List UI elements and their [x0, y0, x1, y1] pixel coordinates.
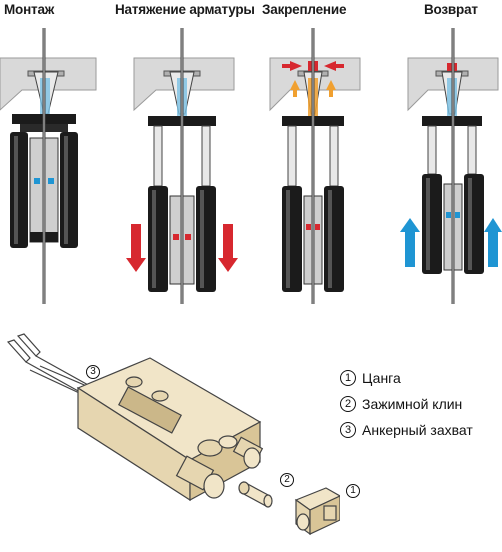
blue-arrow-up-icon — [400, 218, 420, 267]
legend-label: Цанга — [362, 370, 401, 386]
legend-number: 3 — [340, 422, 356, 438]
left-cylinder — [148, 186, 168, 292]
legend-item-collet: 1 Цанга — [340, 370, 401, 386]
panel-return — [394, 28, 502, 308]
callout-clamping-wedge: 2 — [280, 473, 294, 487]
legend-label: Анкерный захват — [362, 422, 473, 438]
clamping-wedge-part — [238, 481, 273, 508]
left-cylinder — [10, 132, 28, 248]
right-cylinder — [60, 132, 78, 248]
orange-arrow-up-icon — [326, 80, 336, 97]
step-title-return: Возврат — [424, 2, 478, 17]
blue-arrow-up-icon — [484, 218, 502, 267]
red-arrow-inward-icon — [282, 61, 302, 71]
tool-body-part — [76, 357, 264, 502]
legend-label: Зажимной клин — [362, 396, 463, 412]
callout-collet: 1 — [346, 484, 360, 498]
collet-part — [294, 487, 340, 536]
step-title-locking: Закрепление — [262, 2, 347, 17]
red-arrow-down-icon — [126, 224, 146, 272]
legend-item-wedge: 2 Зажимной клин — [340, 396, 462, 412]
legend-number: 1 — [340, 370, 356, 386]
panel-montage — [0, 28, 100, 308]
panel-tensioning — [124, 28, 244, 308]
legend-number: 2 — [340, 396, 356, 412]
step-title-montage: Монтаж — [4, 2, 55, 17]
left-cylinder — [282, 186, 302, 292]
red-arrow-down-icon — [218, 224, 238, 272]
exploded-parts-drawing — [0, 330, 340, 552]
orange-arrow-up-icon — [290, 80, 300, 97]
red-arrow-inward-icon — [324, 61, 344, 71]
callout-anchor-gripper: 3 — [86, 365, 100, 379]
panel-locking — [264, 28, 364, 308]
right-cylinder — [464, 174, 484, 274]
step-title-tensioning: Натяжение арматуры — [115, 2, 255, 17]
right-cylinder — [196, 186, 216, 292]
left-cylinder — [422, 174, 442, 274]
right-cylinder — [324, 186, 344, 292]
legend-item-gripper: 3 Анкерный захват — [340, 422, 473, 438]
